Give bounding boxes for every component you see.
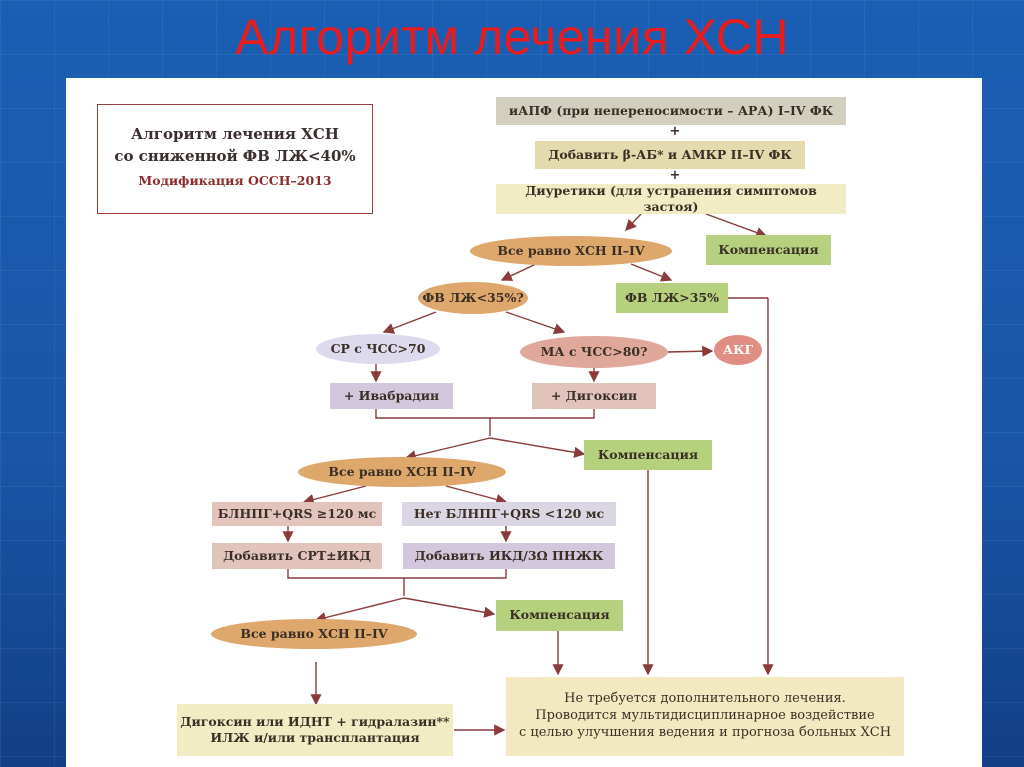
merge-line-2: [287, 569, 507, 579]
plus-sign-2: +: [669, 167, 681, 183]
still-hsn-oval-1: Все равно ХСН II–IV: [470, 236, 672, 266]
arrow-merge1-comp2: [489, 437, 586, 458]
iapf-box: иАПФ (при непереносимости – АРА) I–IV ФК: [496, 97, 846, 125]
arrow-diuretics-comp1: [705, 213, 768, 238]
final-left-line-2: ИЛЖ и/или трансплантация: [210, 730, 420, 745]
arrow-still1-lvefgt35: [630, 263, 673, 282]
no-lbbb-qrs-box: Нет БЛНПГ+QRS <120 мс: [402, 502, 616, 526]
lvef-gt35-box: ФВ ЛЖ>35%: [616, 283, 728, 313]
arrow-merge2-comp3: [403, 597, 496, 618]
plus-sign-1: +: [669, 123, 681, 139]
still-hsn-oval-2: Все равно ХСН II–IV: [298, 457, 506, 487]
add-icd-box: Добавить ИКД/3Ω ПНЖК: [403, 543, 615, 569]
compensation-box-3: Компенсация: [496, 600, 623, 631]
connector-layer: [282, 213, 774, 736]
compensation-box-1: Компенсация: [706, 235, 831, 265]
compensation-box-2: Компенсация: [584, 440, 712, 470]
diuretics-box: Диуретики (для устранения симптомов заст…: [496, 183, 846, 214]
diagram-panel: Алгоритм лечения ХСН со сниженной ФВ ЛЖ<…: [66, 78, 982, 767]
final-left-box: Дигоксин или ИДНТ + гидралазин** ИЛЖ и/и…: [177, 704, 453, 756]
arrow-merge2-still3: [314, 597, 405, 624]
lbbb-qrs-box: БЛНПГ+QRS ≥120 мс: [212, 502, 382, 526]
header-line-1: Алгоритм лечения ХСН: [131, 125, 339, 143]
akg-oval: АКГ: [714, 335, 762, 365]
sr-hr-oval: СР с ЧСС>70: [316, 334, 440, 364]
add-crt-box: Добавить СРТ±ИКД: [212, 543, 382, 569]
header-line-3: Модификация ОССН–2013: [138, 173, 332, 188]
merge-line-1: [375, 408, 595, 419]
still-hsn-oval-3: Все равно ХСН II–IV: [211, 619, 417, 649]
arrow-lvefq-af: [505, 311, 566, 335]
arrow-merge1-still2: [404, 437, 491, 462]
arrow-diuretics-still1: [625, 213, 642, 232]
arrow-lvefq-sr: [382, 311, 437, 334]
slide-title: Алгоритм лечения ХСН: [235, 9, 789, 65]
af-hr-oval: МА с ЧСС>80?: [520, 336, 668, 368]
header-line-2: со сниженной ФВ ЛЖ<40%: [114, 147, 356, 165]
final-left-line-1: Дигоксин или ИДНТ + гидралазин**: [180, 713, 450, 729]
arrow-still2-nolbbb: [445, 485, 508, 505]
final-right-line-1: Не требуется дополнительного лечения.: [564, 691, 846, 707]
arrow-af-akg: [667, 345, 714, 357]
arrow-still1-lvefq: [500, 263, 537, 281]
ivabradine-box: + Ивабрадин: [330, 383, 453, 409]
algorithm-header-box: Алгоритм лечения ХСН со сниженной ФВ ЛЖ<…: [97, 104, 373, 214]
final-right-line-2: Проводится мультидисциплинарное воздейст…: [535, 708, 875, 724]
lvef-question-oval: ФВ ЛЖ<35%?: [418, 282, 528, 314]
arrow-still2-lbbb: [302, 485, 367, 505]
add-bab-box: Добавить β-АБ* и АМКР II–IV ФК: [535, 141, 805, 169]
digoxin-box: + Дигоксин: [532, 383, 656, 409]
final-right-line-3: с целью улучшения ведения и прогноза бол…: [518, 724, 892, 740]
final-right-box: Не требуется дополнительного лечения. Пр…: [506, 677, 904, 756]
